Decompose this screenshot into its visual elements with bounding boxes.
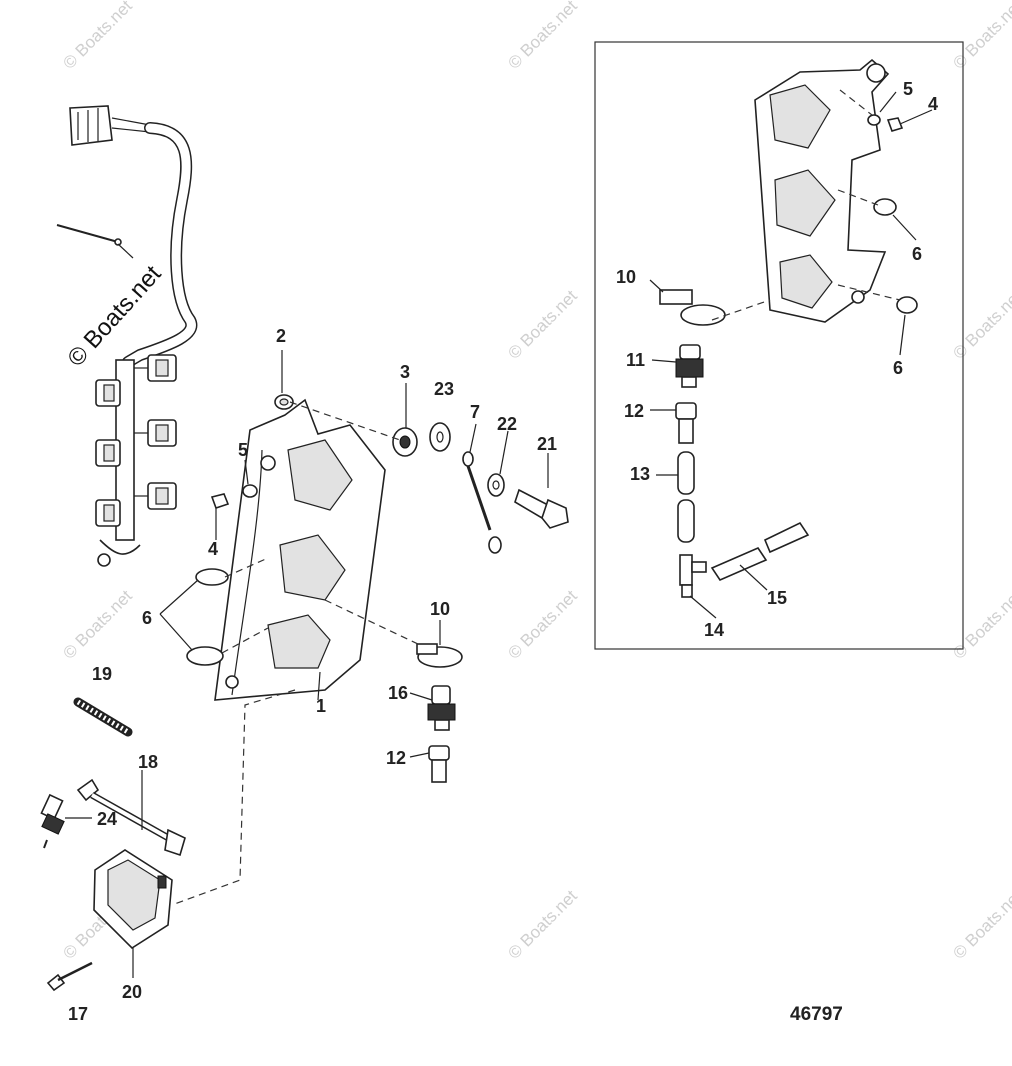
callout-23: 23 xyxy=(434,379,454,399)
fitting xyxy=(675,402,697,444)
ground-terminal xyxy=(462,451,502,554)
inset-bracket xyxy=(754,58,890,323)
hose-long xyxy=(710,521,810,582)
watermark: © Boats.net xyxy=(949,0,1012,73)
watermark: © Boats.net xyxy=(949,886,1012,963)
callout-2: 2 xyxy=(276,326,286,346)
callout-6: 6 xyxy=(142,608,152,628)
nut xyxy=(886,117,904,132)
hose-clamp xyxy=(873,198,918,314)
callout-4: 4 xyxy=(928,94,938,114)
watermark: © Boats.net xyxy=(504,286,581,363)
callout-labels: 1 2 3 4 4 5 5 6 6 6 7 10 10 11 12 12 13 … xyxy=(68,79,938,1024)
temperature-sensor xyxy=(675,344,704,388)
inset-frame xyxy=(594,41,964,650)
callout-7: 7 xyxy=(470,402,480,422)
cable-tie xyxy=(56,224,122,246)
lock-washer xyxy=(487,473,505,497)
callout-4: 4 xyxy=(208,539,218,559)
washer xyxy=(242,484,258,498)
callout-6: 6 xyxy=(912,244,922,264)
diagram-id: 46797 xyxy=(790,1004,843,1025)
screw xyxy=(46,961,93,992)
tee-fitting xyxy=(679,554,707,598)
watermark: © Boats.net xyxy=(59,586,136,663)
callout-10: 10 xyxy=(430,599,450,619)
callout-1: 1 xyxy=(316,696,326,716)
callout-12: 12 xyxy=(386,748,406,768)
wiring-harness xyxy=(69,105,198,567)
callout-17: 17 xyxy=(68,1004,88,1024)
assembly-lines xyxy=(171,89,901,906)
spark-plug xyxy=(40,793,65,849)
callout-24: 24 xyxy=(97,809,117,829)
bolt xyxy=(514,488,569,529)
callout-12: 12 xyxy=(624,401,644,421)
spark-plug-wire xyxy=(76,778,186,857)
callout-20: 20 xyxy=(122,982,142,1002)
hose-clamp xyxy=(186,568,229,666)
bushing xyxy=(392,427,418,457)
callout-10: 10 xyxy=(616,267,636,287)
sensor-clip xyxy=(416,643,463,668)
watermark: © Boats.net xyxy=(504,0,581,73)
callout-19: 19 xyxy=(92,664,112,684)
spring xyxy=(73,697,133,737)
pressure-sensor xyxy=(427,685,456,731)
watermark: © Boats.net xyxy=(59,0,136,73)
washer xyxy=(867,114,881,126)
leader-lines xyxy=(65,91,933,978)
flat-washer xyxy=(429,422,451,452)
fitting xyxy=(428,745,450,783)
callout-13: 13 xyxy=(630,464,650,484)
callout-5: 5 xyxy=(238,440,248,460)
ignition-coil xyxy=(93,849,173,950)
sensor-clip xyxy=(659,289,726,326)
callout-18: 18 xyxy=(138,752,158,772)
watermark: © Boats.net xyxy=(504,886,581,963)
watermark: © Boats.net xyxy=(949,286,1012,363)
callout-3: 3 xyxy=(400,362,410,382)
callout-21: 21 xyxy=(537,434,557,454)
nut xyxy=(210,493,230,510)
callout-6: 6 xyxy=(893,358,903,378)
callout-22: 22 xyxy=(497,414,517,434)
callout-11: 11 xyxy=(626,350,645,370)
hose xyxy=(677,451,695,543)
watermark: © Boats.net xyxy=(949,586,1012,663)
callout-5: 5 xyxy=(903,79,913,99)
callout-16: 16 xyxy=(388,683,408,703)
coil-bracket xyxy=(214,398,386,701)
watermark: © Boats.net xyxy=(504,586,581,663)
callout-15: 15 xyxy=(767,588,787,608)
callout-14: 14 xyxy=(704,620,724,640)
grommet xyxy=(274,394,294,410)
